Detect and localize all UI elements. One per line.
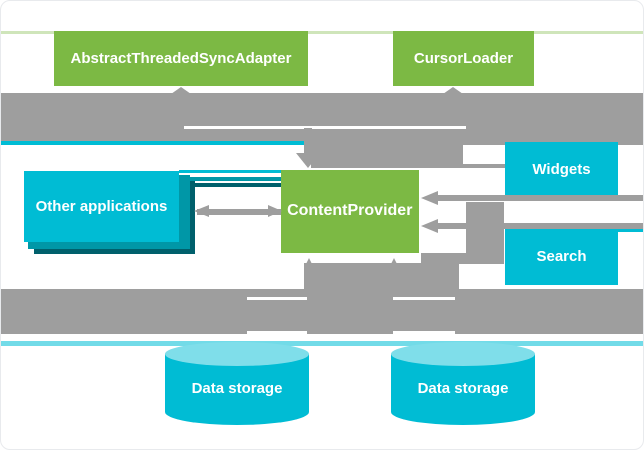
band-seam	[184, 125, 466, 129]
cylinder-top	[391, 342, 535, 366]
arrow-band-top-right-ext	[311, 141, 643, 145]
arrowhead-up-icon	[443, 86, 463, 94]
cylinder-bottom	[165, 399, 309, 425]
arrow-band-mid-right	[311, 144, 463, 168]
arrow-smear-dash	[463, 164, 505, 168]
stack-smear-line-3	[190, 182, 281, 187]
arrowhead-up-icon	[171, 86, 191, 94]
node-label: Widgets	[532, 161, 591, 179]
node-label: AbstractThreadedSyncAdapter	[70, 50, 292, 67]
widgets-arrow-bar	[435, 195, 643, 201]
node-cursor-loader: CursorLoader	[393, 31, 534, 86]
search-arrow-bar	[435, 223, 643, 229]
node-content-provider: ContentProvider	[281, 169, 419, 253]
arrowhead-up-icon	[388, 257, 399, 268]
node-label: Other applications	[35, 198, 168, 215]
other-apps-arrow-bar	[197, 209, 281, 215]
arrowhead-right-icon	[268, 205, 282, 217]
cylinder-top	[165, 342, 309, 366]
stack-smear-line-1	[179, 169, 281, 173]
band-seam	[247, 331, 307, 334]
search-connector-bar	[421, 253, 504, 264]
node-label: ContentProvider	[287, 202, 413, 220]
node-label: Data storage	[191, 380, 283, 397]
green-smear-line	[1, 31, 643, 34]
cylinder-smear-line	[1, 341, 643, 346]
cylinder-bottom	[391, 399, 535, 425]
search-connector-column	[466, 202, 504, 253]
node-other-applications: Other applications	[24, 171, 179, 242]
node-label: CursorLoader	[413, 50, 514, 67]
node-sync-adapter: AbstractThreadedSyncAdapter	[54, 31, 308, 86]
node-label: Data storage	[417, 380, 509, 397]
node-data-storage-left: Data storage	[165, 342, 309, 426]
down-arrow-shaft	[304, 128, 312, 154]
arrowhead-up-icon	[303, 257, 314, 268]
arrowhead-down-icon	[296, 153, 320, 168]
arrowhead-left-icon	[193, 205, 209, 217]
arrowhead-left-icon	[420, 191, 438, 205]
node-widgets: Widgets	[505, 142, 618, 198]
node-data-storage-right: Data storage	[391, 342, 535, 426]
band-seam	[393, 331, 455, 334]
stack-smear-line-2	[185, 176, 281, 181]
arrow-band-bottom	[1, 289, 643, 334]
band-seam	[393, 297, 455, 300]
node-search: Search	[505, 229, 618, 285]
node-label: Search	[536, 248, 587, 266]
arrow-band-top	[1, 93, 643, 141]
search-smear-line	[618, 229, 643, 232]
cyan-smear-line	[1, 141, 311, 145]
band-seam	[247, 297, 307, 300]
arrowhead-left-icon	[420, 219, 438, 233]
